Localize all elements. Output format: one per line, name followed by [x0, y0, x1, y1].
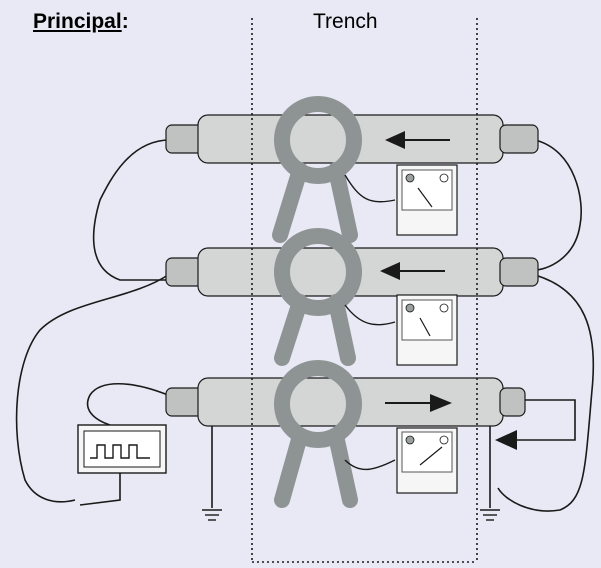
- pipe-overlay-segments: [280, 122, 320, 156]
- cable-top-right-loop: [534, 139, 582, 271]
- meter-bottom-needle: [419, 446, 443, 466]
- cable-middle-right-loop: [497, 274, 595, 512]
- trench-boundary: [251, 18, 478, 563]
- pipe-top-right-end: [499, 124, 539, 154]
- cable-loops: [15, 139, 595, 512]
- meter-top: [344, 164, 458, 236]
- meter-bottom-terminal-left: [405, 435, 415, 445]
- title-word: Principal: [33, 10, 122, 33]
- generator-display: [83, 430, 161, 468]
- meter-middle: [344, 294, 458, 366]
- meter-bottom-lead: [344, 459, 396, 471]
- cable-top-left-loop: [92, 139, 171, 281]
- clamp-probe-middle: [274, 228, 362, 366]
- pipe-middle-right-end: [499, 257, 539, 287]
- flow-arrow-left-icon: [380, 262, 400, 280]
- cable-generator-link: [86, 382, 169, 426]
- meter-top-lead: [344, 174, 396, 203]
- ground-symbol-icon: [202, 509, 222, 521]
- meters: [344, 164, 458, 494]
- cable-bottom-right-return: [515, 399, 576, 441]
- diagram-title: Principal:: [33, 10, 129, 34]
- cable-generator-ground: [79, 470, 121, 506]
- title-colon: :: [121, 10, 129, 33]
- meter-middle-terminal-left: [405, 303, 415, 313]
- ground-symbol-icon: [480, 509, 500, 521]
- square-wave-icon: [90, 444, 150, 459]
- trench-label: Trench: [313, 10, 378, 33]
- signal-generator: [77, 424, 167, 474]
- meter-top-terminal-right: [439, 173, 449, 183]
- flow-arrow-left-icon: [385, 131, 405, 149]
- cable-middle-left-loop: [15, 274, 169, 503]
- return-arrow-icon: [495, 430, 517, 450]
- meter-top-needle: [417, 187, 433, 208]
- clamp-probe-top: [272, 96, 362, 243]
- pipe-bottom-right-end: [499, 387, 526, 417]
- meter-middle-terminal-right: [439, 303, 449, 313]
- flow-arrow-right-icon: [430, 394, 452, 412]
- meter-middle-lead: [344, 304, 396, 326]
- meter-bottom-terminal-right: [439, 435, 449, 445]
- clamp-probe-bottom: [274, 360, 362, 508]
- clamp-probes: [272, 96, 362, 508]
- meter-middle-needle: [419, 317, 431, 337]
- ground-symbols: [202, 509, 500, 521]
- meter-bottom: [344, 427, 458, 494]
- meter-top-terminal-left: [405, 173, 415, 183]
